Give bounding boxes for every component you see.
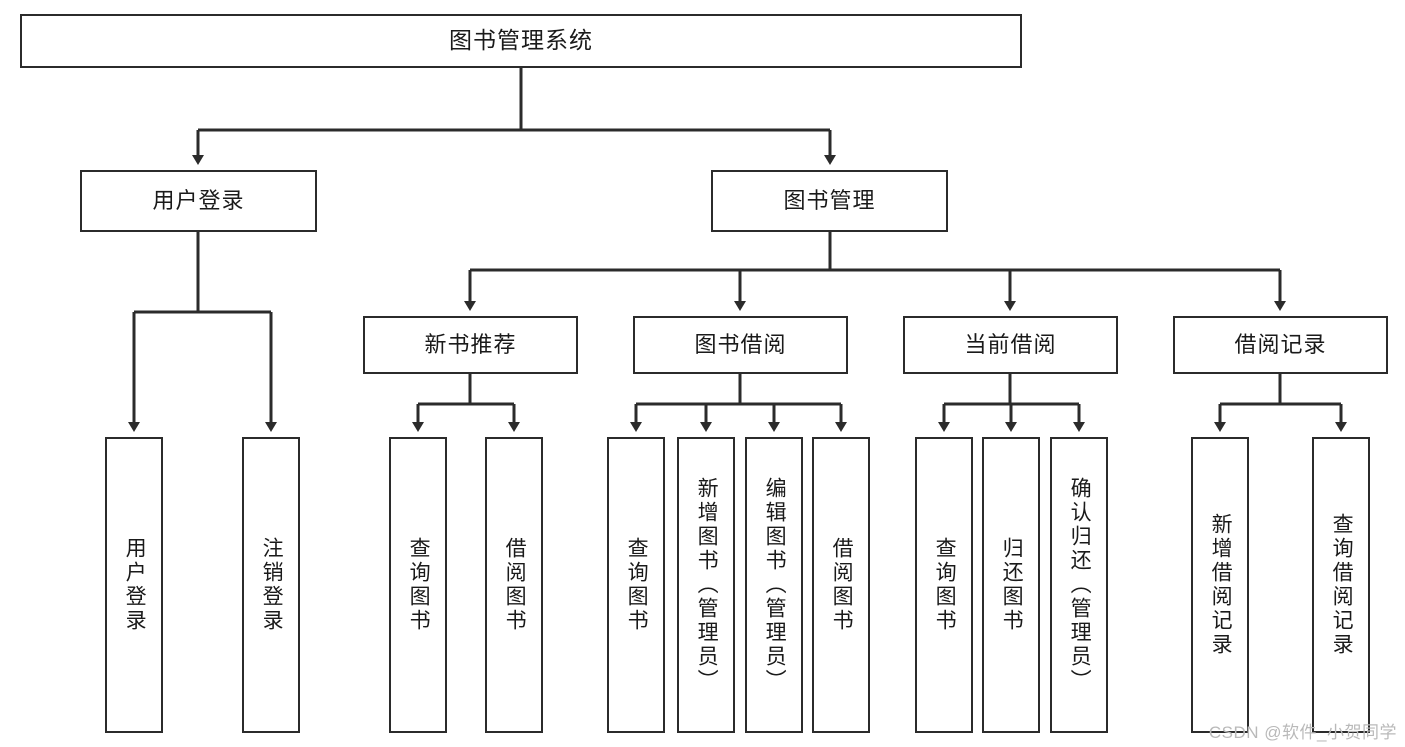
node-leaf-confirm-return[interactable]: 确认归还（管理员） [1050, 437, 1108, 733]
node-leaf-query-book-3[interactable]: 查询图书 [915, 437, 973, 733]
node-leaf-query-book-1-label: 查询图书 [407, 537, 431, 633]
node-current-borrow-label: 当前借阅 [964, 331, 1057, 357]
node-leaf-add-book[interactable]: 新增图书（管理员） [677, 437, 735, 733]
node-leaf-query-book-2-label: 查询图书 [625, 537, 649, 633]
node-leaf-logout-login[interactable]: 注销登录 [242, 437, 300, 733]
node-leaf-user-login-label: 用户登录 [123, 537, 147, 633]
node-leaf-edit-book[interactable]: 编辑图书（管理员） [745, 437, 803, 733]
node-borrow-record[interactable]: 借阅记录 [1173, 316, 1388, 374]
node-leaf-add-book-label: 新增图书（管理员） [695, 477, 719, 693]
node-leaf-borrow-book-1-label: 借阅图书 [503, 537, 527, 633]
node-leaf-add-record[interactable]: 新增借阅记录 [1191, 437, 1249, 733]
node-new-book-recommend-label: 新书推荐 [424, 331, 517, 357]
node-leaf-borrow-book-1[interactable]: 借阅图书 [485, 437, 543, 733]
node-leaf-return-book-label: 归还图书 [1000, 537, 1024, 633]
node-user-login-label: 用户登录 [152, 187, 245, 213]
node-user-login[interactable]: 用户登录 [80, 170, 317, 232]
node-current-borrow[interactable]: 当前借阅 [903, 316, 1118, 374]
node-leaf-query-book-3-label: 查询图书 [933, 537, 957, 633]
node-leaf-add-record-label: 新增借阅记录 [1209, 513, 1233, 657]
node-leaf-query-record[interactable]: 查询借阅记录 [1312, 437, 1370, 733]
node-leaf-query-book-2[interactable]: 查询图书 [607, 437, 665, 733]
node-book-borrow[interactable]: 图书借阅 [633, 316, 848, 374]
node-leaf-query-record-label: 查询借阅记录 [1330, 513, 1354, 657]
node-new-book-recommend[interactable]: 新书推荐 [363, 316, 578, 374]
node-root[interactable]: 图书管理系统 [20, 14, 1022, 68]
node-leaf-confirm-return-label: 确认归还（管理员） [1068, 477, 1092, 693]
watermark-text: CSDN @软件_小贺同学 [1208, 723, 1397, 742]
node-leaf-borrow-book-2[interactable]: 借阅图书 [812, 437, 870, 733]
node-leaf-query-book-1[interactable]: 查询图书 [389, 437, 447, 733]
node-book-management-label: 图书管理 [783, 187, 876, 213]
node-leaf-edit-book-label: 编辑图书（管理员） [763, 477, 787, 693]
node-borrow-record-label: 借阅记录 [1234, 331, 1327, 357]
node-root-label: 图书管理系统 [449, 27, 593, 54]
node-book-management[interactable]: 图书管理 [711, 170, 948, 232]
node-book-borrow-label: 图书借阅 [694, 331, 787, 357]
node-leaf-user-login[interactable]: 用户登录 [105, 437, 163, 733]
node-leaf-logout-login-label: 注销登录 [260, 537, 284, 633]
node-leaf-borrow-book-2-label: 借阅图书 [830, 537, 854, 633]
node-leaf-return-book[interactable]: 归还图书 [982, 437, 1040, 733]
